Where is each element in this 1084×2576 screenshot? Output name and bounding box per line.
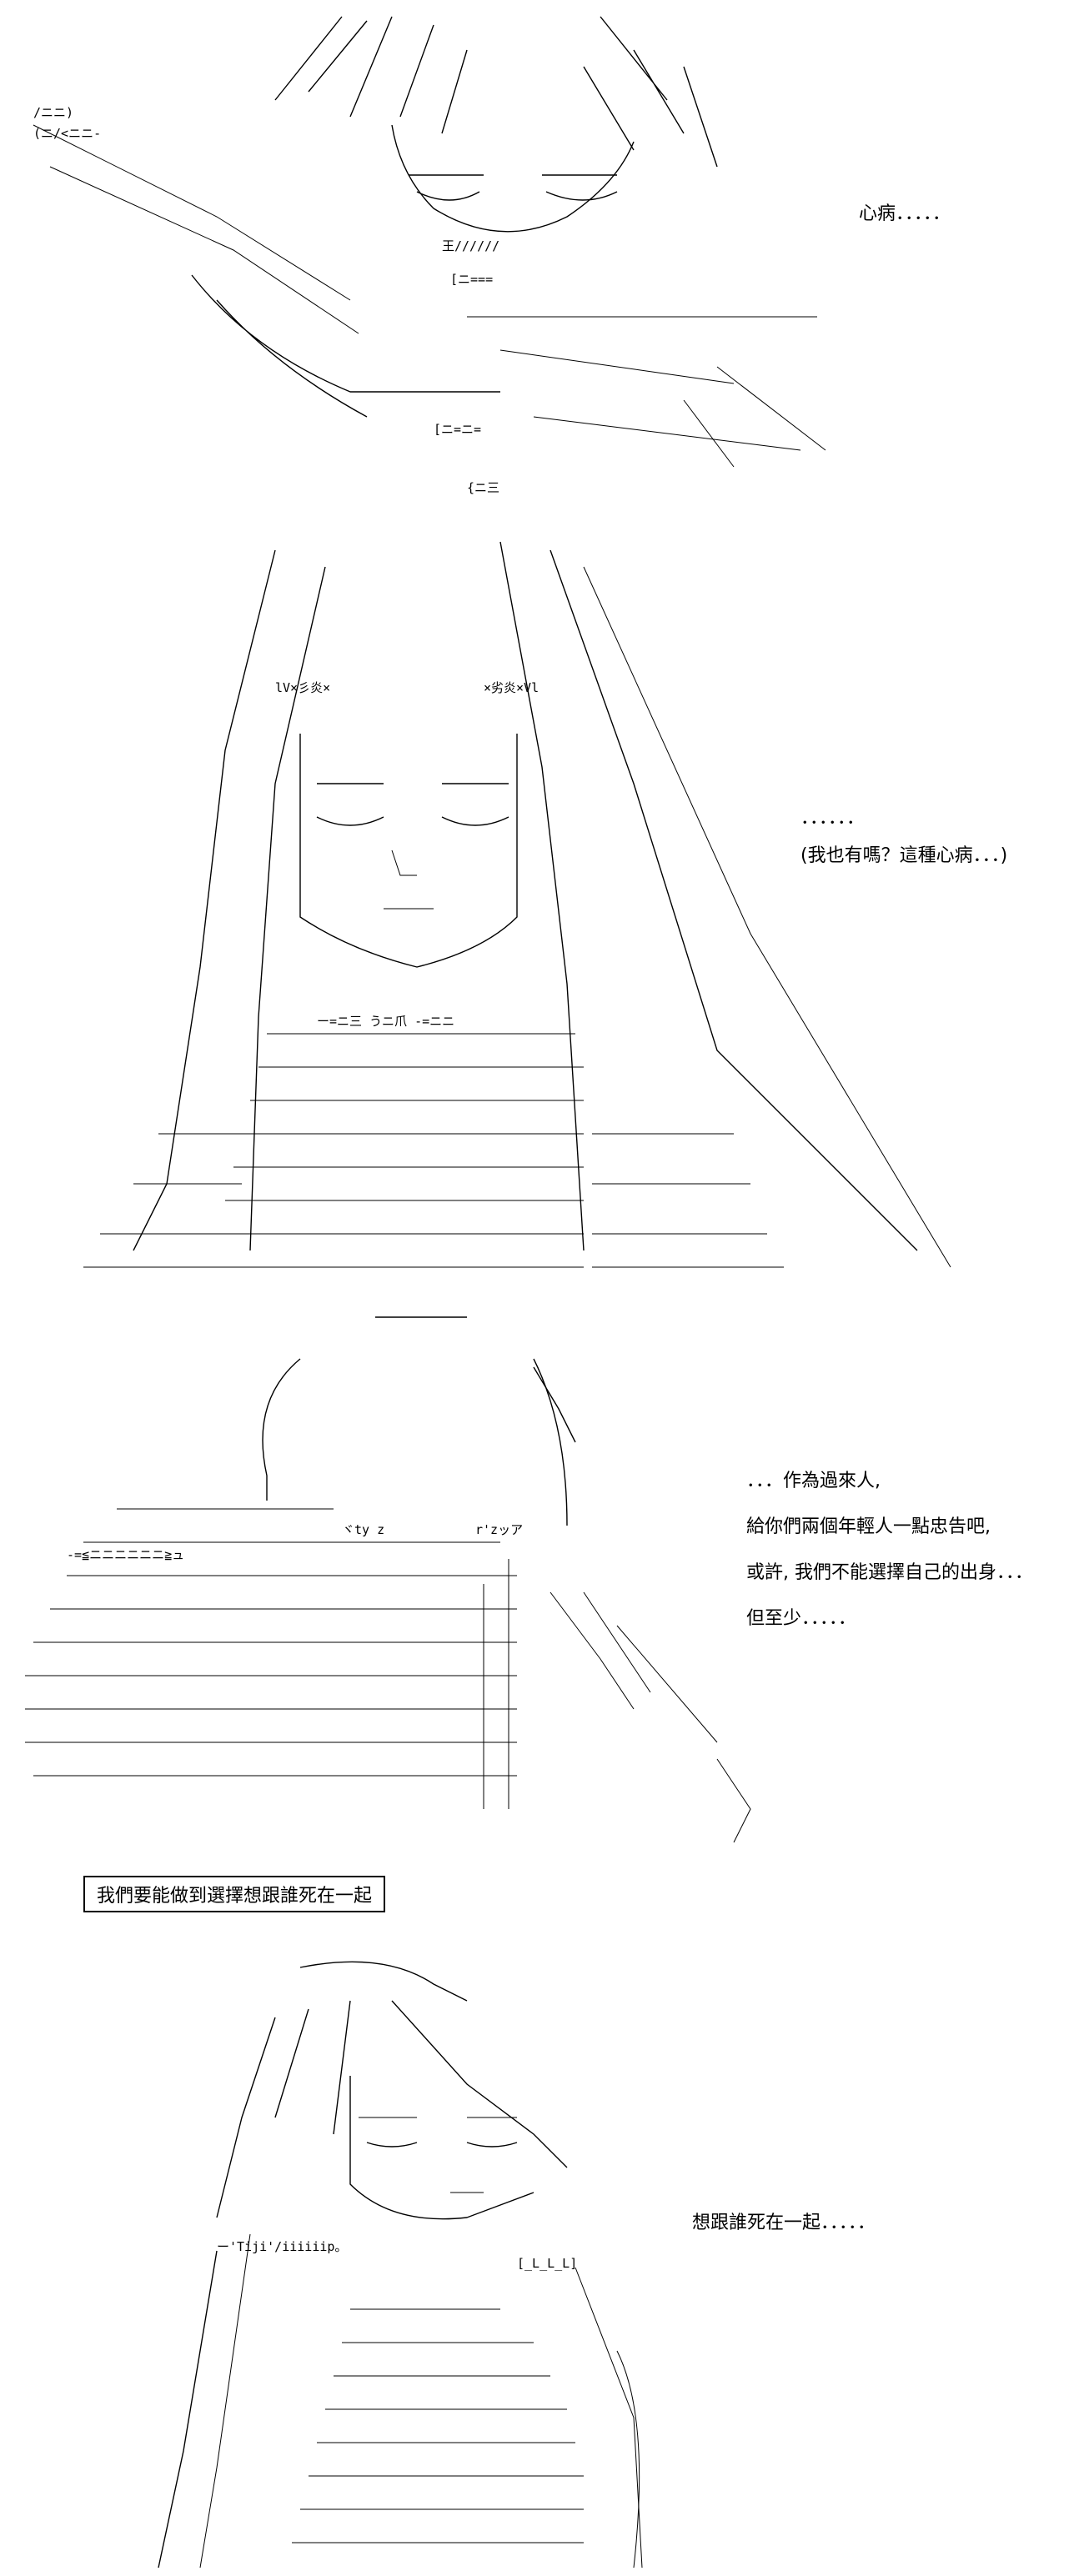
svg-text:[_L_L_L]: [_L_L_L] xyxy=(517,2256,577,2271)
panel-4: ー'Tiji'/iiiiiip。 [_L_L_L] 想跟誰死在一起．．．．． xyxy=(0,1951,1084,2576)
ascii-art-character-3: ヾty z r'zッア -=≦ニニニニニニ≧ュ xyxy=(25,1316,751,1843)
svg-text:ヾty z: ヾty z xyxy=(342,1522,384,1537)
ascii-art-character-4: ー'Tiji'/iiiiiip。 [_L_L_L] xyxy=(158,1961,643,2568)
svg-text:(ニ/<ニニ-: (ニ/<ニニ- xyxy=(33,126,101,141)
svg-text:[ニ=ニ=: [ニ=ニ= xyxy=(434,422,481,437)
caption-text: 給你們兩個年輕人一點忠告吧, xyxy=(746,1516,991,1537)
panel-3: ヾty z r'zッア -=≦ニニニニニニ≧ュ ．．．作為過來人, 給你們兩個年… xyxy=(0,1309,1084,1859)
caption-text: ．．．．．． xyxy=(800,808,866,829)
svg-text:-=≦ニニニニニニ≧ュ: -=≦ニニニニニニ≧ュ xyxy=(67,1547,184,1562)
panel-1: /ニニ) (ニ/<ニニ- 王////// [ニ=== [ニ=ニ= {ニ三 心病．… xyxy=(0,0,1084,500)
caption-4: 想跟誰死在一起．．．．． xyxy=(692,2209,876,2238)
svg-text:lV×彡炎×: lV×彡炎× xyxy=(275,680,330,695)
caption-text: 想跟誰死在一起．．．．． xyxy=(692,2213,876,2233)
svg-text:[ニ===: [ニ=== xyxy=(450,272,493,287)
caption-text: 或許, 我們不能選擇自己的出身．．． xyxy=(746,1562,1033,1583)
svg-text:×劣炎×Vl: ×劣炎×Vl xyxy=(484,680,539,695)
panel-2: lV×彡炎× ×劣炎×Vl ー=ニ三 うニ爪 -=ニニ ．．．．．． (我也有嗎… xyxy=(0,517,1084,1292)
svg-text:/ニニ): /ニニ) xyxy=(33,105,73,120)
svg-text:王//////: 王////// xyxy=(442,238,499,253)
caption-text: 我們要能做到選擇想跟誰死在一起 xyxy=(97,1886,373,1907)
svg-text:{ニ三: {ニ三 xyxy=(467,480,499,495)
svg-text:ー=ニ三 うニ爪 -=ニニ: ー=ニ三 うニ爪 -=ニニ xyxy=(317,1014,454,1029)
caption-2a: ．．．．．． xyxy=(800,804,865,833)
svg-text:ー'Tiji'/iiiiiip。: ー'Tiji'/iiiiiip。 xyxy=(217,2239,347,2254)
caption-2b: (我也有嗎？這種心病．．．) xyxy=(800,842,1007,870)
caption-1: 心病．．．．． xyxy=(859,200,951,228)
ascii-art-character-1: /ニニ) (ニ/<ニニ- 王////// [ニ=== [ニ=ニ= {ニ三 xyxy=(33,16,826,495)
caption-text: ．．．作為過來人, xyxy=(746,1471,881,1491)
caption-3a: ．．．作為過來人, xyxy=(746,1467,881,1496)
caption-text: 但至少．．．．． xyxy=(746,1608,857,1629)
svg-text:r'zッア: r'zッア xyxy=(475,1522,523,1537)
caption-text: 心病．．．．． xyxy=(859,203,951,224)
boxed-caption: 我們要能做到選擇想跟誰死在一起 xyxy=(83,1876,386,1912)
caption-3d: 但至少．．．．． xyxy=(746,1605,856,1633)
ascii-art-character-2: lV×彡炎× ×劣炎×Vl ー=ニ三 うニ爪 -=ニニ xyxy=(83,541,951,1268)
caption-text: (我也有嗎？這種心病．．．) xyxy=(800,845,1008,866)
caption-3b: 給你們兩個年輕人一點忠告吧, xyxy=(746,1513,991,1541)
caption-3c: 或許, 我們不能選擇自己的出身．．． xyxy=(746,1559,1033,1587)
